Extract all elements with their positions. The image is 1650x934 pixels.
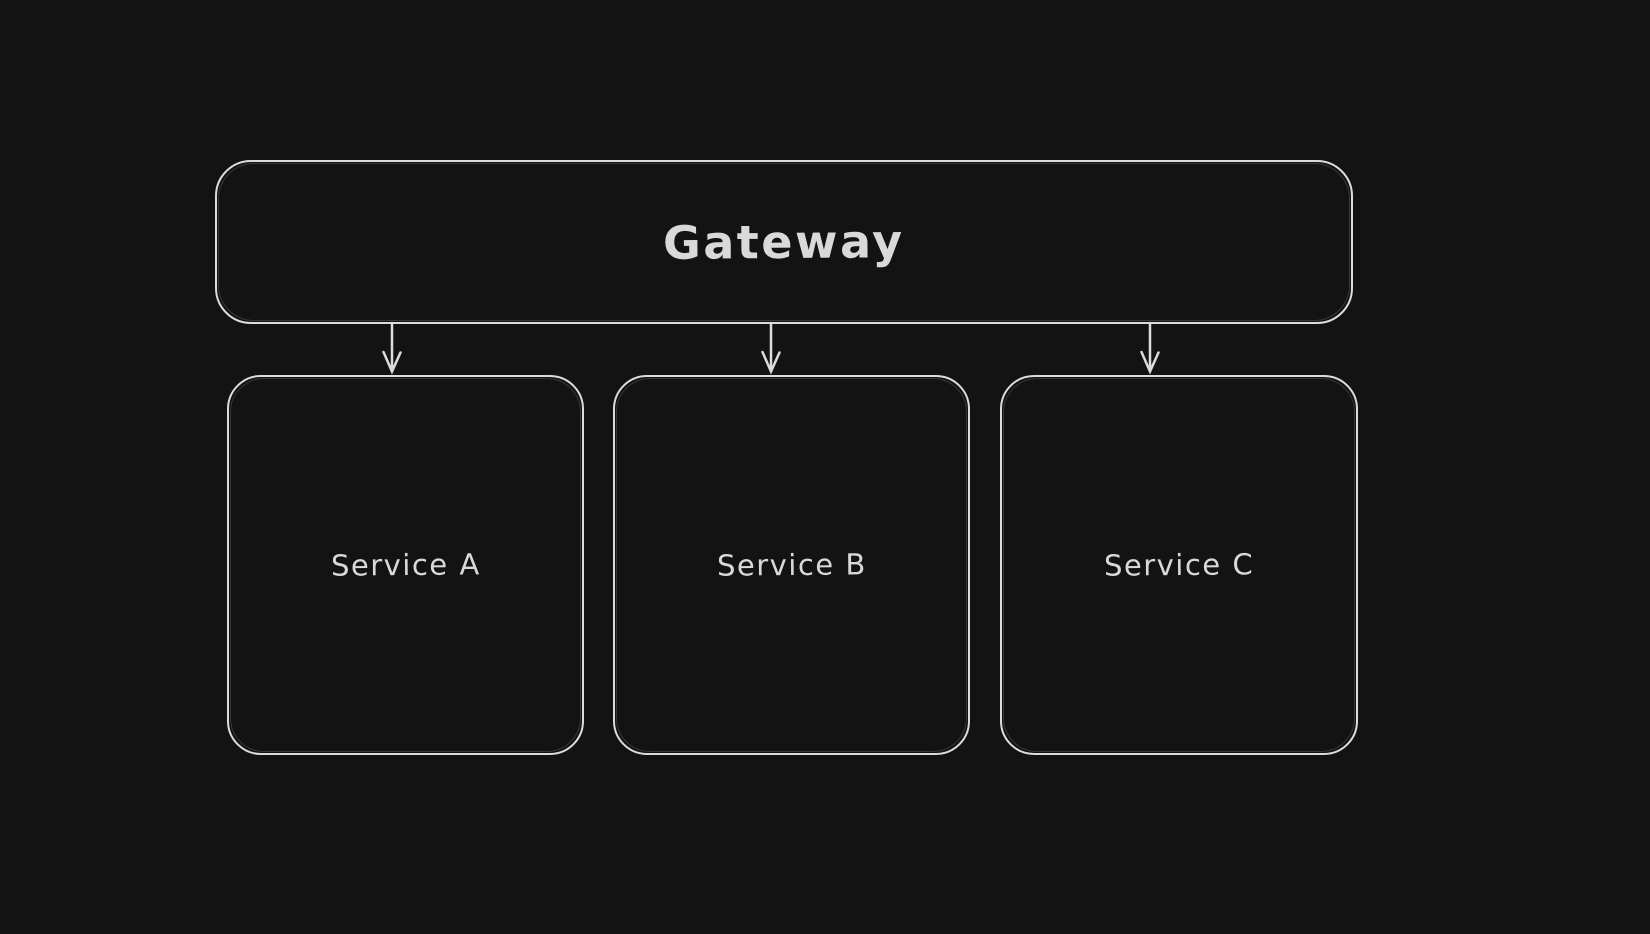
edge-gateway-to-service-c[interactable] (1132, 320, 1168, 378)
node-gateway-label: Gateway (663, 214, 905, 270)
node-gateway[interactable]: Gateway (215, 160, 1353, 324)
node-service-b[interactable]: Service B (613, 375, 970, 755)
edge-gateway-to-service-a[interactable] (374, 320, 410, 378)
arrow-down-icon (1140, 321, 1160, 375)
arrow-down-icon (382, 321, 402, 375)
edge-gateway-to-service-b[interactable] (753, 320, 789, 378)
node-service-b-label: Service B (716, 547, 867, 583)
node-service-c-label: Service C (1103, 547, 1255, 583)
arrow-down-icon (761, 321, 781, 375)
node-service-a-label: Service A (330, 547, 481, 583)
node-service-a[interactable]: Service A (227, 375, 584, 755)
node-service-c[interactable]: Service C (1000, 375, 1358, 755)
